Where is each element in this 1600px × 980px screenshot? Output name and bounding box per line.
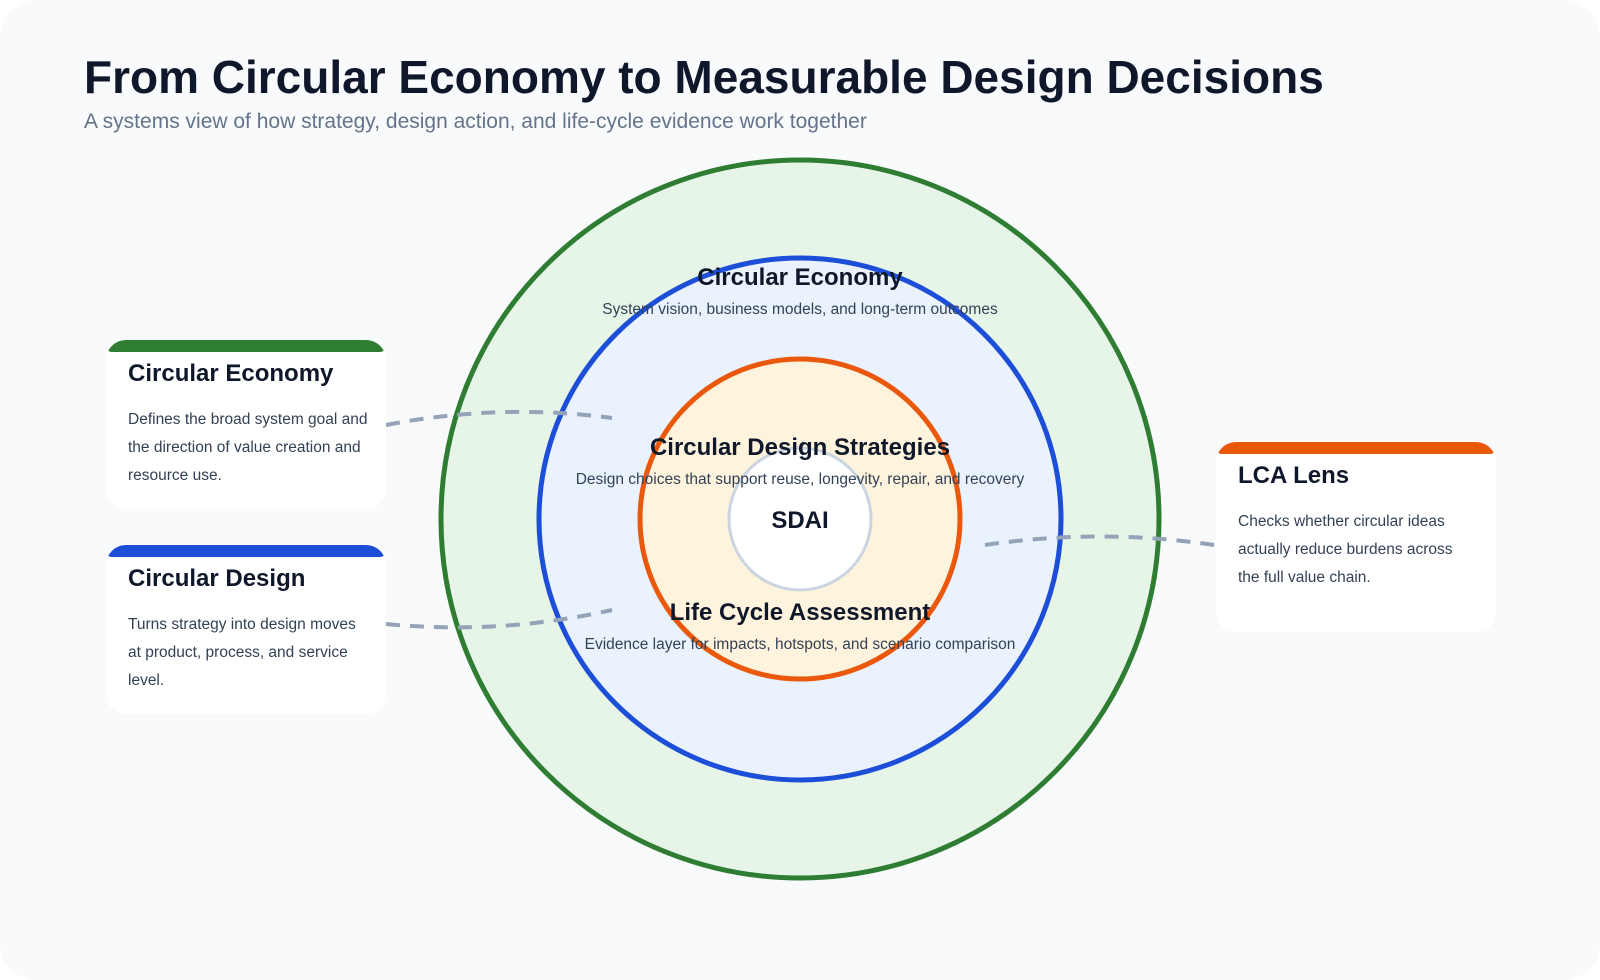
card-title: Circular Economy bbox=[128, 360, 334, 387]
connector-lca-lens bbox=[984, 534, 1215, 547]
card-description: Defines the broad system goal and the di… bbox=[128, 411, 368, 484]
card-circular-design: Circular Design Turns strategy into desi… bbox=[106, 545, 386, 714]
core-label: SDAI bbox=[771, 507, 828, 534]
connector-circular-economy bbox=[385, 409, 613, 427]
outer-ring-description: System vision, business models, and long… bbox=[602, 301, 998, 318]
card-accent-bar bbox=[106, 340, 386, 352]
card-description: Turns strategy into design moves at prod… bbox=[128, 616, 356, 689]
page-title: From Circular Economy to Measurable Desi… bbox=[84, 51, 1324, 103]
card-accent-bar bbox=[1216, 442, 1496, 454]
card-title: Circular Design bbox=[128, 565, 306, 592]
outer-ring-title: Circular Economy bbox=[697, 264, 903, 291]
core-circle-sdai bbox=[727, 446, 873, 592]
inner-ring-title: Life Cycle Assessment bbox=[670, 599, 931, 626]
card-circular-economy: Circular Economy Defines the broad syste… bbox=[106, 340, 386, 509]
card-description: Checks whether circular ideas actually r… bbox=[1238, 513, 1453, 586]
connector-circular-design bbox=[385, 608, 613, 630]
page-subtitle: A systems view of how strategy, design a… bbox=[84, 110, 867, 133]
inner-ring-description: Evidence layer for impacts, hotspots, an… bbox=[585, 636, 1016, 653]
card-accent-bar bbox=[106, 545, 386, 557]
card-title: LCA Lens bbox=[1238, 462, 1350, 489]
card-lca-lens: LCA Lens Checks whether circular ideas a… bbox=[1216, 442, 1496, 632]
middle-ring-title: Circular Design Strategies bbox=[650, 434, 950, 461]
middle-ring-description: Design choices that support reuse, longe… bbox=[576, 471, 1025, 488]
